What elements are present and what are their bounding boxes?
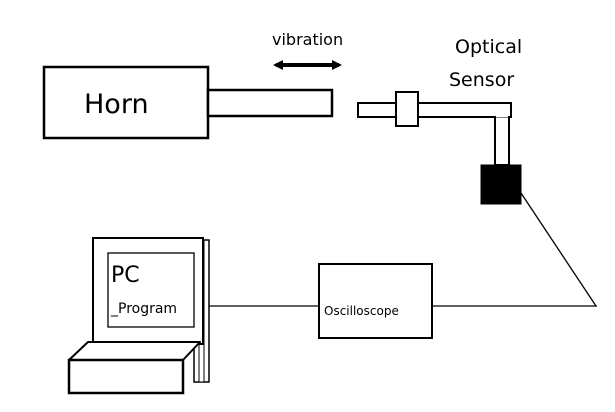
optical-sensor: Optical Sensor (357, 36, 522, 205)
pc-label: PC (111, 263, 140, 288)
oscilloscope-box (318, 263, 433, 339)
sensor-cable (520, 192, 597, 307)
horn-unit: Horn (42, 65, 334, 140)
sensor-probe-head (480, 164, 522, 205)
pc-program-label: _Program (110, 301, 177, 317)
horn-body (42, 65, 210, 140)
vibration-label: vibration (272, 30, 343, 49)
pc-screen (107, 252, 195, 328)
sensor-tube (357, 102, 512, 118)
horn-rod (206, 88, 334, 118)
sensor-clamp (395, 91, 419, 127)
horn-label: Horn (84, 89, 149, 120)
pc-base-front (67, 358, 185, 395)
sensor-label-line1: Optical (455, 36, 522, 58)
oscilloscope-label: Oscilloscope (324, 304, 399, 318)
oscilloscope: Oscilloscope (318, 263, 433, 339)
sensor-down-tube (494, 116, 510, 166)
pc-computer: PC _Program (67, 237, 210, 395)
vibration-indicator: vibration (272, 30, 343, 70)
pc-keyboard-top (68, 341, 201, 361)
sensor-label-line2: Sensor (449, 69, 514, 91)
